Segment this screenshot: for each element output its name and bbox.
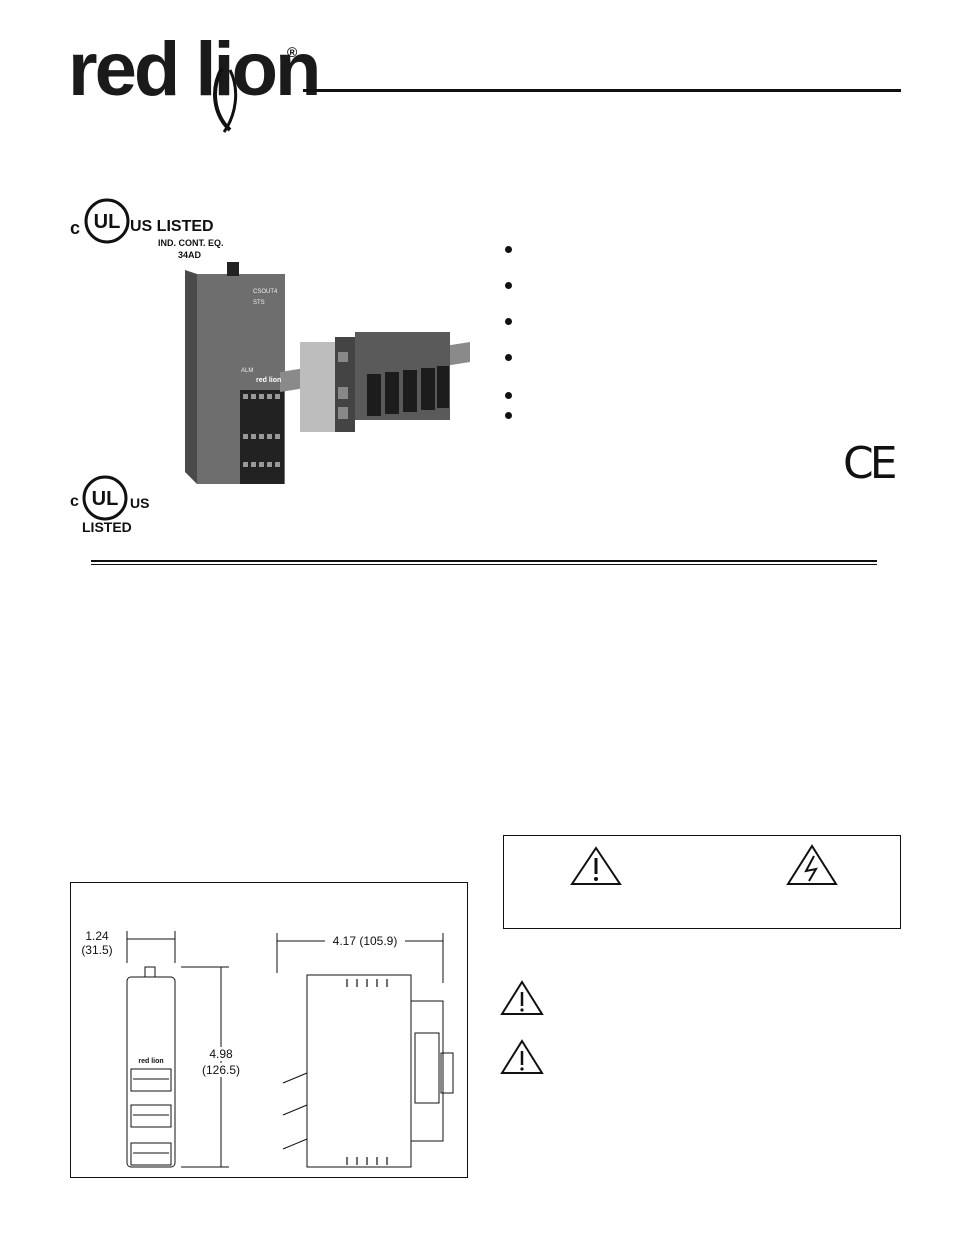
bullet-icon (505, 282, 512, 289)
list-item (500, 314, 880, 328)
brand-logo-text: red lion (68, 27, 321, 112)
dim-height-mm: (126.5) (193, 1063, 249, 1077)
registered-mark: ® (287, 44, 298, 60)
ul-code: 34AD (178, 250, 202, 260)
dim-depth: 4.17 (105.9) (325, 934, 405, 948)
front-view-logo: red lion (138, 1058, 164, 1065)
section-rule (91, 560, 877, 562)
ul-c-bottom: c (70, 493, 79, 510)
module-label-csout4: CSOUT4 (253, 289, 278, 295)
ul-us-bottom: US (130, 495, 150, 511)
module-label-alm: ALM (241, 368, 254, 374)
ul-us-listed: US LISTED (130, 218, 214, 235)
list-item (500, 350, 880, 364)
list-item (500, 278, 880, 292)
module-label-logo: red lion (256, 377, 282, 384)
ul-listed-mark: c UL US LISTED IND. CONT. EQ. 34AD (68, 198, 228, 262)
caution-icon (500, 1039, 544, 1074)
svg-text:UL: UL (92, 488, 119, 510)
bullet-icon (505, 392, 512, 399)
ul-recognized-mark: c UL US LISTED (68, 475, 168, 539)
svg-text:UL: UL (94, 211, 121, 233)
ul-ind-cont: IND. CONT. EQ. (158, 238, 224, 248)
header-rule (303, 89, 901, 92)
ul-c: c (70, 218, 81, 238)
list-item (500, 242, 880, 256)
ce-mark: CE (843, 438, 897, 489)
dim-width-mm: (31.5) (81, 943, 113, 957)
ul-listed-bottom: LISTED (82, 519, 132, 535)
bullet-icon (505, 354, 512, 361)
warning-box (503, 835, 901, 929)
bullet-icon (505, 412, 512, 419)
dim-height-in: 4.98 (197, 1047, 245, 1061)
ul-circle-icon: UL (84, 198, 130, 244)
module-label-sts: STS (253, 300, 265, 306)
dim-width-in: 1.24 (85, 929, 109, 943)
caution-icon (500, 980, 544, 1015)
bullet-icon (505, 246, 512, 253)
bullet-icon (505, 318, 512, 325)
section-rule-thin (91, 564, 877, 565)
caution-icon (570, 846, 622, 885)
electric-hazard-icon (786, 844, 838, 885)
dimension-lines (126, 931, 454, 1168)
list-item (500, 408, 880, 422)
ul-circle-bottom-icon: UL (82, 475, 128, 521)
product-photo (185, 262, 470, 484)
lion-swirl-icon (213, 67, 238, 133)
dimension-drawing: 1.24 (31.5) 4.98 (126.5) 4.17 (105.9) re… (70, 882, 468, 1178)
list-item (500, 388, 880, 402)
brand-logo: red lion (68, 32, 321, 108)
